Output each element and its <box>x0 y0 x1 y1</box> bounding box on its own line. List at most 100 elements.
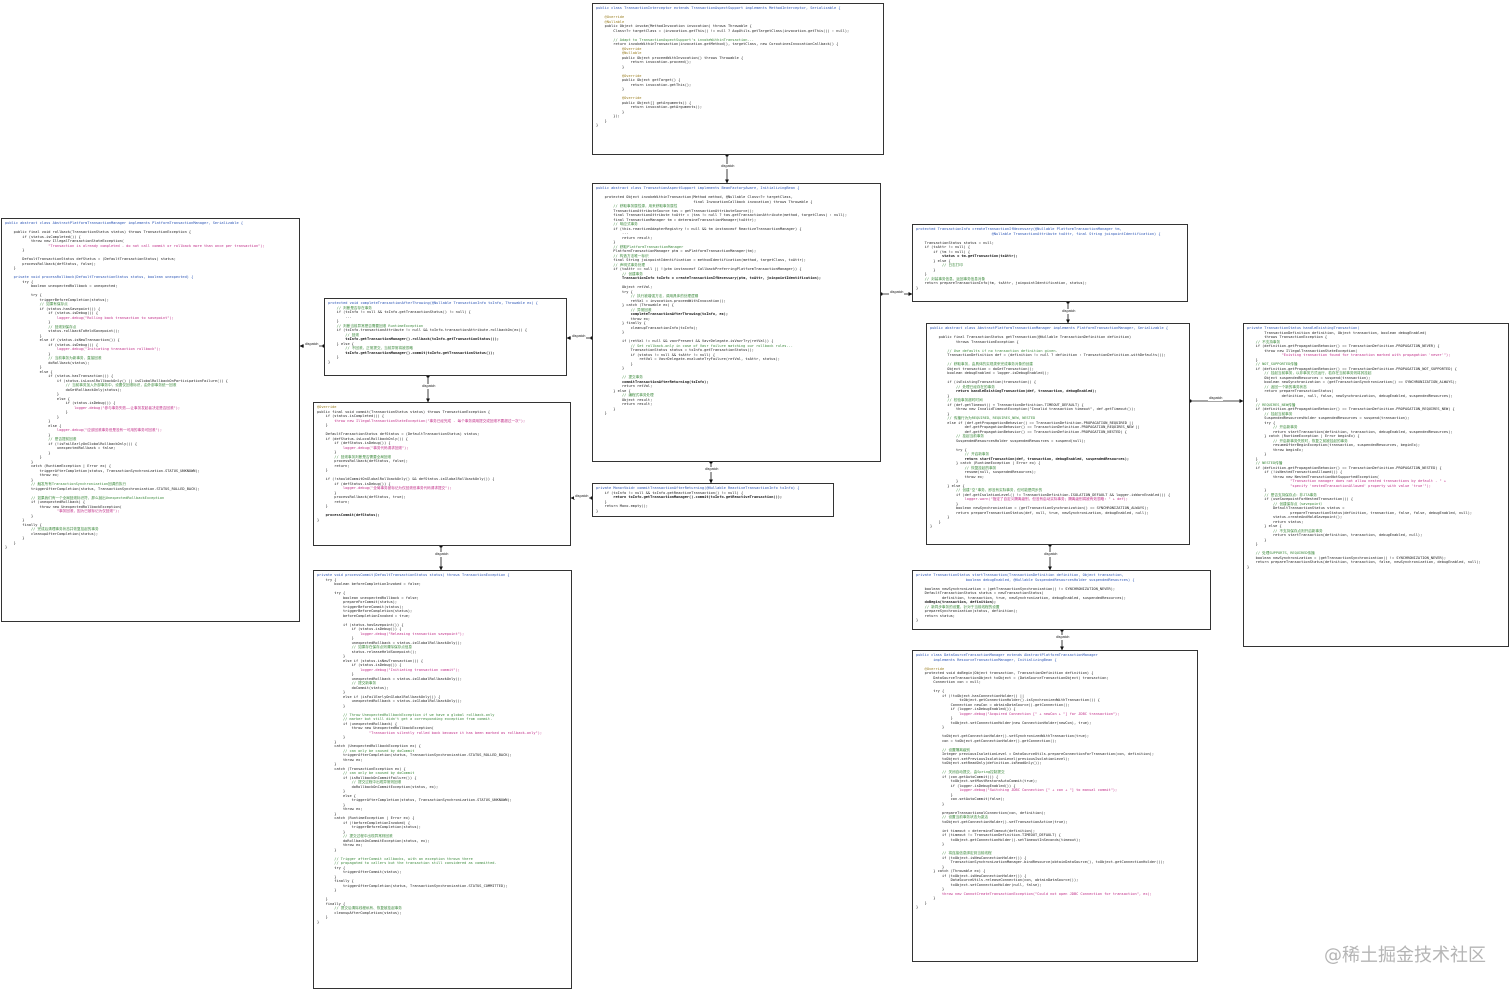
code-line: if (txObject.isNewConnectionHolder()) { <box>916 873 1027 878</box>
code-line: private TransactionStatus handleExisting… <box>1247 326 1360 330</box>
code-line: } catch (RuntimeException | Error beginE… <box>1247 434 1360 438</box>
code-line: triggerBeforeCompletion(status); <box>5 297 109 302</box>
code-line: finally { <box>5 522 42 527</box>
code-line: } <box>317 789 346 793</box>
code-line: try { <box>1247 420 1276 425</box>
code-line: } <box>596 64 625 69</box>
code-line: if (!isNestedTransactionAllowed()) { <box>1247 470 1343 474</box>
code-line: DefaultTransactionStatus status = newTra… <box>916 591 1044 595</box>
code-node-n2: public abstract class TransactionAspectS… <box>592 183 881 462</box>
code-line: public abstract class AbstractPlatformTr… <box>930 326 1168 330</box>
code-line: Object transaction = doGetTransaction(); <box>930 366 1034 371</box>
code-line: DefaultTransactionStatus defStatus = (De… <box>317 432 480 436</box>
code-line: // 设置当前事务状态为激活 <box>916 815 988 819</box>
code-line: // 如果我们有一个全局回滚标识符，那么抛出UnexpectedRollback… <box>5 495 165 500</box>
code-line: } catch (Throwable ex) { <box>596 303 674 307</box>
code-line: prepareSynchronization(status, definitio… <box>916 609 1018 613</box>
code-line: if (status.isDebug()) { <box>5 401 116 405</box>
code-node-n4: public abstract class AbstractPlatformTr… <box>926 323 1190 545</box>
code-line: throws TransactionException { <box>930 339 1019 344</box>
edge-label: dispatch <box>1208 396 1224 401</box>
code-line: Object retVal; <box>596 285 653 289</box>
code-line: logger.debug("Switching JDBC Connection … <box>916 788 1118 792</box>
code-line: unexpectedRollback = status.isGlobalRoll… <box>317 699 462 703</box>
code-line: // 如果有保存点 <box>5 302 68 306</box>
code-line: logger.debug("Rolling back transaction t… <box>5 315 174 320</box>
code-line: boolean newSynchronization = (getTransac… <box>916 586 1116 591</box>
code-line: return prepareTransactionStatus(def, nul… <box>930 510 1149 515</box>
code-line: logger.debug("事务代码请求回滚"); <box>317 445 409 450</box>
code-line: } finally { <box>596 321 646 325</box>
code-line: DefaultTransactionStatus defStatus = (De… <box>5 257 176 261</box>
code-line: doRollbackOnCommitException(status, ex); <box>317 784 439 789</box>
code-line: "specify 'nestedTransactionAllowed' prop… <box>1247 483 1431 488</box>
code-line: if (status.isLocalRollbackOnly() || isGl… <box>5 378 228 383</box>
code-line: // 设置隔离级别 <box>916 747 971 752</box>
code-line: // 回滚到保存点 <box>5 324 77 329</box>
code-line: // can only be caused by doCommit <box>317 771 415 775</box>
code-line: } <box>916 285 919 290</box>
edge-label: dispatch <box>1043 552 1059 557</box>
code-line: doSetRollbackOnly(status); <box>5 387 122 392</box>
code-line: throw ex; <box>317 807 363 811</box>
code-line: throw new UnexpectedRollbackException( <box>5 504 122 509</box>
code-line: try { <box>596 289 633 294</box>
code-line: } <box>5 333 42 338</box>
code-line: } <box>916 267 936 272</box>
code-line: if (tm != null) { <box>916 249 971 254</box>
code-line: triggerAfterCommit(status); <box>317 870 402 874</box>
code-line: // REQUIRES_NEW传播 <box>1247 402 1296 407</box>
code-line: return startTransaction(definition, tran… <box>1247 533 1423 537</box>
code-line: else { <box>5 369 53 374</box>
code-line: // 如果存在保存点则清除保存点信息 <box>317 645 413 649</box>
code-line: } <box>596 499 607 504</box>
code-line: // 响应式事务 <box>596 222 638 226</box>
code-line: "Existing transaction found for transact… <box>1247 353 1451 357</box>
code-line: } <box>596 118 607 123</box>
code-line: throw ex; <box>317 757 363 762</box>
code-line: processRollback(defStatus, false); <box>317 459 408 463</box>
code-line: logger.debug("Acquired Connection [" + n… <box>916 711 1120 716</box>
code-node-n7: public class DataSourceTransactionManage… <box>912 650 1198 962</box>
code-line: Integer previousIsolationLevel = DataSou… <box>916 752 1154 756</box>
code-line: cleanupAfterCompletion(status); <box>317 910 402 915</box>
code-line: } <box>1247 564 1250 569</box>
code-line: return status; <box>916 613 955 618</box>
code-line: return handleExistingTransaction(def, tr… <box>930 389 1097 393</box>
code-line: try { <box>5 279 34 284</box>
code-line: try { <box>916 689 945 693</box>
code-line: }); <box>596 114 620 118</box>
code-line: try { <box>317 591 346 595</box>
code-line: public final TransactionStatus getTransa… <box>930 335 1132 339</box>
watermark-text: @稀土掘金技术社区 <box>1324 945 1486 966</box>
code-line: public Object invoke(MethodInvocation in… <box>596 24 752 28</box>
code-line: if (status.hasSavepoint()) { <box>317 622 404 627</box>
code-line: triggerAfterCompletion(status, Transacti… <box>317 753 512 757</box>
code-line: if (!txObject.hasConnectionHolder() || <box>916 693 1025 698</box>
code-line: unexpectedRollback = false; <box>5 446 116 450</box>
code-line: if (txInfo != null && txInfo.getTransact… <box>328 310 471 314</box>
code-line: if (definition.getPropagationBehavior() … <box>1247 407 1455 411</box>
code-line: // 回滚事务判断是否需要全局回滚 <box>317 454 392 459</box>
code-line: } <box>916 842 945 846</box>
code-line: else { <box>5 396 70 401</box>
code-line: if (this.reactiveAdapterRegistry != null… <box>596 226 802 231</box>
code-line: } <box>317 888 337 892</box>
code-line: throw new InvalidTimeoutException("Inval… <box>930 407 1136 411</box>
code-line: return status; <box>1247 519 1304 524</box>
code-line: } <box>328 355 339 359</box>
code-line: triggerAfterCompletion(status, Transacti… <box>317 883 508 888</box>
edge-label: dispatch <box>720 164 736 169</box>
code-line: } <box>1247 398 1258 402</box>
code-line: doRollbackOnCommitException(status, ex); <box>317 838 430 843</box>
code-line: boolean unexpectedRollback = false; <box>317 595 419 600</box>
code-line: // 完成后清理事务状态并恢复挂起的事务 <box>5 527 99 531</box>
code-line: Object result; <box>596 397 653 402</box>
code-line: catch (RuntimeException | Error ex) { <box>5 464 112 468</box>
code-line: else if (status.isNewTransaction()) { <box>5 338 120 342</box>
code-line: TransactionDefinition def = (definition … <box>930 353 1166 357</box>
code-line: txObject.getConnectionHolder().setTransa… <box>916 819 1068 824</box>
code-line: triggerBeforeCompletion(status); <box>317 609 413 613</box>
code-line: else { <box>5 423 62 428</box>
code-line: } <box>930 524 933 528</box>
